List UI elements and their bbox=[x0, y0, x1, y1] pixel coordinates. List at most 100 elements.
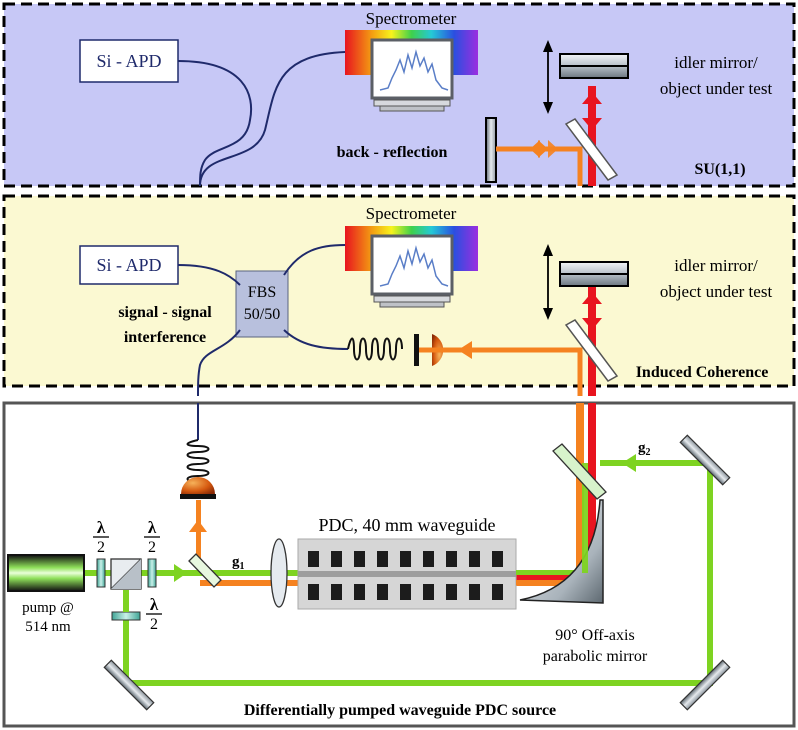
g2-arrow bbox=[622, 454, 636, 472]
poling-segment bbox=[492, 551, 503, 567]
su11-signal-arrow-2 bbox=[538, 140, 548, 158]
su11-backreflection-label: back - reflection bbox=[337, 144, 448, 161]
fbs-box bbox=[235, 270, 289, 338]
source-idler-horizontal bbox=[515, 575, 595, 581]
polarizing-beam-splitter bbox=[110, 558, 142, 590]
induced-idler-label-1: idler mirror/ bbox=[674, 256, 758, 275]
poling-segment bbox=[377, 584, 388, 600]
induced-title: Induced Coherence bbox=[636, 364, 769, 381]
source-detector-plate bbox=[180, 494, 216, 499]
induced-idler-arrow-down bbox=[582, 318, 602, 330]
su11-apd-label: Si - APD bbox=[96, 51, 161, 71]
waveplate-3-den: 2 bbox=[150, 616, 158, 633]
su11-signal-beam bbox=[496, 146, 583, 186]
induced-spectrometer-icon bbox=[345, 226, 478, 308]
focusing-lens bbox=[270, 538, 288, 608]
induced-coherence-panel: Si - APD FBS 50/50 signal - signal inter… bbox=[2, 194, 796, 397]
su11-fiber bbox=[177, 60, 253, 187]
source-detector-dome bbox=[181, 477, 215, 494]
waveguide-label: PDC, 40 mm waveguide bbox=[319, 515, 496, 535]
periodic-poling bbox=[308, 551, 503, 600]
induced-apd-box bbox=[79, 245, 179, 285]
induced-apd-label: Si - APD bbox=[96, 255, 161, 275]
induced-signal-arrow bbox=[458, 341, 472, 359]
parabolic-label-2: parabolic mirror bbox=[543, 648, 648, 665]
pump-laser bbox=[7, 554, 85, 592]
su11-spectrometer-icon bbox=[345, 30, 478, 112]
induced-fiber-coil-icon bbox=[347, 337, 403, 361]
steering-mirror-bottom-right bbox=[679, 659, 731, 711]
poling-segment bbox=[331, 551, 342, 567]
waveplate-2-den: 2 bbox=[148, 539, 156, 556]
induced-fiber-spectrometer bbox=[283, 244, 346, 276]
poling-segment bbox=[308, 551, 319, 567]
su11-idler-arrow-up bbox=[582, 92, 602, 104]
steering-mirror-top-right bbox=[679, 434, 731, 486]
induced-annotation-1: signal - signal bbox=[118, 304, 212, 321]
g1-label: g1 bbox=[232, 554, 245, 572]
poling-segment bbox=[308, 584, 319, 600]
pump-label-1: pump @ bbox=[22, 600, 74, 616]
fbs-label-2: 50/50 bbox=[244, 306, 280, 323]
pdc-source-panel: pump @ 514 nm λ 2 λ 2 λ 2 g1 bbox=[2, 401, 796, 728]
g2-dichroic-mirror bbox=[552, 443, 607, 500]
parabolic-label-1: 90° Off-axis bbox=[555, 627, 634, 644]
su11-idler-label-2: object under test bbox=[660, 79, 773, 98]
waveplate-1-den: 2 bbox=[97, 539, 105, 556]
poling-segment bbox=[400, 551, 411, 567]
waveplate-3 bbox=[111, 611, 141, 621]
induced-detector-plate bbox=[414, 334, 419, 366]
su11-signal-arrow-3 bbox=[548, 140, 558, 158]
su11-beam-splitter bbox=[564, 118, 619, 181]
su11-back-mirror bbox=[485, 117, 497, 183]
chip-output-orange bbox=[516, 580, 578, 585]
induced-fiber-coil-link bbox=[283, 329, 349, 350]
induced-idler-beam bbox=[588, 286, 596, 396]
su11-idler-label-1: idler mirror/ bbox=[674, 53, 758, 72]
source-signal-arrow-up bbox=[189, 520, 207, 532]
poling-segment bbox=[492, 584, 503, 600]
pump-beam-to-g2 bbox=[600, 460, 640, 466]
induced-signal-beam bbox=[419, 347, 583, 396]
green-up-beam bbox=[582, 463, 588, 573]
waveplate-1 bbox=[96, 558, 106, 588]
induced-annotation-2: interference bbox=[124, 329, 206, 346]
waveplate-3-num: λ bbox=[150, 595, 159, 614]
poling-segment bbox=[446, 551, 457, 567]
su11-apd-box bbox=[79, 39, 179, 83]
su11-panel: Si - APD Spectrometer back - reflection bbox=[2, 2, 796, 188]
g1-arrow bbox=[174, 564, 187, 582]
poling-segment bbox=[400, 584, 411, 600]
pump-label-2: 514 nm bbox=[25, 619, 71, 635]
source-signal-up-beam bbox=[576, 403, 584, 573]
poling-segment bbox=[423, 584, 434, 600]
waveplate-2 bbox=[147, 558, 157, 588]
induced-idler-label-2: object under test bbox=[660, 282, 773, 301]
steering-mirror-bottom-left bbox=[103, 659, 155, 711]
induced-beam-splitter bbox=[564, 319, 619, 382]
source-title: Differentially pumped waveguide PDC sour… bbox=[244, 702, 556, 719]
su11-signal-arrow-1 bbox=[530, 140, 540, 158]
induced-fiber-down bbox=[197, 329, 241, 397]
su11-spectrometer-label: Spectrometer bbox=[366, 9, 457, 28]
poling-segment bbox=[377, 551, 388, 567]
fbs-label-1: FBS bbox=[248, 284, 276, 301]
chip-output-green bbox=[516, 570, 586, 575]
waveplate-2-num: λ bbox=[148, 518, 157, 537]
poling-segment bbox=[469, 584, 480, 600]
induced-fiber-apd bbox=[177, 264, 241, 286]
induced-spectrometer-label: Spectrometer bbox=[366, 204, 457, 223]
su11-idler-arrow-down bbox=[582, 118, 602, 130]
poling-segment bbox=[469, 551, 480, 567]
g2-label: g2 bbox=[638, 440, 651, 458]
su11-idler-beam bbox=[588, 86, 596, 186]
dichroic-mirror bbox=[188, 553, 222, 588]
induced-idler-arrow-up bbox=[582, 292, 602, 304]
su11-fiber-to-spectrometer bbox=[199, 51, 346, 187]
su11-title: SU(1,1) bbox=[694, 161, 745, 178]
poling-segment bbox=[354, 584, 365, 600]
poling-segment bbox=[423, 551, 434, 567]
waveplate-1-num: λ bbox=[97, 518, 106, 537]
poling-segment bbox=[331, 584, 342, 600]
